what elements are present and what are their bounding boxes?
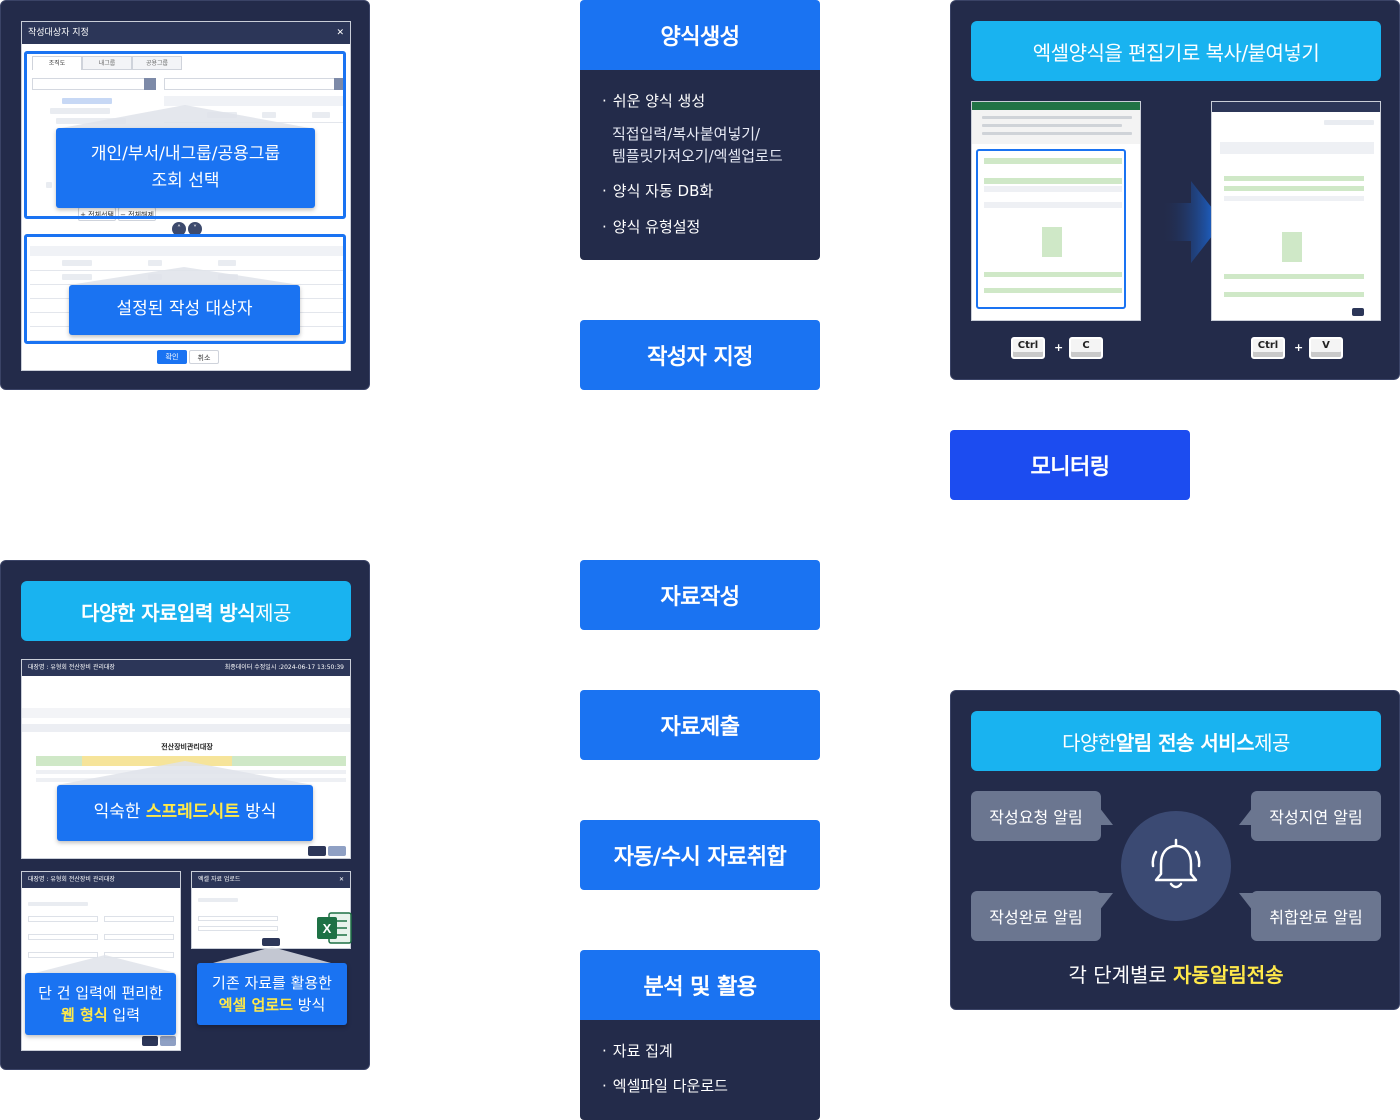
excel-file-icon: X	[317, 912, 352, 944]
callout-spreadsheet-pre: 익숙한	[93, 802, 146, 823]
alert-write-delay: 작성지연 알림	[1251, 791, 1381, 841]
step-assign-author: 작성자 지정	[580, 320, 820, 390]
callout-upload-pointer	[213, 947, 331, 963]
step-write-data: 자료작성	[580, 560, 820, 630]
editor-screenshot	[1211, 101, 1381, 321]
alert-write-complete-pointer	[1099, 893, 1113, 911]
input-methods-title-rest: 제공	[255, 600, 291, 625]
close-icon[interactable]: ✕	[336, 28, 344, 38]
excel-copy-title: 엑셀양식을 편집기로 복사/붙여넣기	[971, 21, 1381, 81]
step-form-creation: 양식생성	[580, 0, 820, 70]
input-methods-panel: 다양한 자료입력 방식 제공 대장명 : 유형회 전산장비 관리대장 최종데이터…	[0, 560, 370, 1070]
callout-spreadsheet-highlight: 스프레드시트	[145, 802, 240, 823]
alert-title-bold: 알림 전송 서비스	[1115, 730, 1255, 755]
callout-sheet-pointer	[57, 761, 313, 785]
tab-org[interactable]: 조직도	[32, 56, 82, 70]
step-analysis-details: 자료 집계 엑셀파일 다운로드	[580, 1020, 820, 1120]
org-select-highlight	[24, 51, 346, 219]
input-methods-title-bold: 다양한 자료입력 방식	[81, 600, 256, 625]
monitoring-box: 모니터링	[950, 430, 1190, 500]
plus-sign-paste: +	[1294, 341, 1304, 354]
alert-service-title: 다양한 알림 전송 서비스 제공	[971, 711, 1381, 771]
step-form-creation-details: 쉬운 양식 생성 직접입력/복사붙여넣기/ 템플릿가져오기/엑셀업로드 양식 자…	[580, 70, 820, 260]
alert-write-delay-pointer	[1239, 807, 1253, 825]
sheet-cancel-button[interactable]	[328, 846, 346, 856]
sheet-header-right: 최종데이터 수정일시 :2024-06-17 13:50:39	[224, 664, 344, 671]
alert-collect-complete-pointer	[1239, 893, 1253, 911]
callout-assigned-target-text: 설정된 작성 대상자	[116, 299, 253, 320]
alert-footer: 각 단계별로 자동알림전송	[951, 959, 1400, 988]
cancel-button[interactable]: 취소	[189, 350, 219, 364]
c-key: C	[1069, 337, 1103, 359]
target-selection-panel: 작성대상자 지정 ✕ 조직도 내그룹 공용그룹 + 전체선택 − 전체해제 ˄ …	[0, 0, 370, 390]
assigned-target-highlight	[24, 234, 346, 344]
step-collect-data: 자동/수시 자료취합	[580, 820, 820, 890]
alert-footer-highlight: 자동알림전송	[1173, 963, 1284, 987]
alert-write-request: 작성요청 알림	[971, 791, 1101, 841]
detail-aggregate: 자료 집계	[602, 1040, 800, 1063]
callout-upload-highlight: 엑셀 업로드	[218, 996, 293, 1014]
web-form-header: 대장명 : 유형회 전산장비 관리대장	[28, 876, 115, 883]
callout-assigned-target: 설정된 작성 대상자	[69, 285, 300, 335]
alert-footer-pre: 각 단계별로	[1068, 963, 1174, 987]
detail-methods-2: 템플릿가져오기/엑셀업로드	[612, 147, 783, 165]
web-save-button[interactable]	[142, 1036, 158, 1046]
callout-spreadsheet: 익숙한 스프레드시트 방식	[57, 785, 313, 841]
callout1-pointer	[56, 105, 315, 129]
sheet-title: 전산장비관리대장	[161, 743, 213, 751]
callout-web-form: 단 건 입력에 편리한 웹 형식 입력	[25, 973, 176, 1035]
ctrl-key-copy: Ctrl	[1011, 337, 1045, 359]
detail-auto-db: 양식 자동 DB화	[602, 180, 800, 203]
alert-write-request-pointer	[1099, 807, 1113, 825]
chevron-down-icon[interactable]: ˅	[188, 222, 202, 236]
svg-text:X: X	[323, 921, 332, 936]
plus-sign-copy: +	[1054, 341, 1064, 354]
ctrl-key-paste: Ctrl	[1251, 337, 1285, 359]
bell-circle	[1121, 811, 1231, 921]
callout2-pointer	[69, 267, 300, 285]
excel-copy-panel: 엑셀양식을 편집기로 복사/붙여넣기	[950, 0, 1400, 380]
excel-selection-highlight	[976, 149, 1126, 309]
alert-write-complete: 작성완료 알림	[971, 891, 1101, 941]
callout-spreadsheet-post: 방식	[239, 802, 277, 823]
web-cancel-button[interactable]	[160, 1036, 176, 1046]
excel-screenshot	[971, 101, 1141, 321]
detail-type-setting: 양식 유형설정	[602, 216, 800, 239]
alert-collect-complete: 취합완료 알림	[1251, 891, 1381, 941]
step-analysis: 분석 및 활용	[580, 950, 820, 1020]
detail-excel-download: 엑셀파일 다운로드	[602, 1075, 800, 1098]
detail-methods-1: 직접입력/복사붙여넣기/	[612, 124, 761, 143]
arrow-right-icon	[1161, 181, 1223, 263]
sheet-save-button[interactable]	[308, 846, 326, 856]
step-submit-data: 자료제출	[580, 690, 820, 760]
callout-spreadsheet-text: 익숙한 스프레드시트 방식	[94, 799, 277, 826]
callout-web-pointer	[35, 955, 176, 973]
chevron-up-icon[interactable]: ˄	[172, 222, 186, 236]
tab-my-group[interactable]: 내그룹	[82, 56, 132, 70]
upload-dialog-header: 엑셀 자료 업로드	[198, 876, 241, 883]
upload-confirm-button[interactable]	[262, 938, 280, 946]
alert-title-post: 제공	[1254, 730, 1290, 755]
callout-upload-line1: 기존 자료를 활용한	[212, 973, 332, 992]
callout-web-highlight: 웹 형식	[61, 1006, 108, 1024]
callout-web-line1: 단 건 입력에 편리한	[38, 983, 163, 1002]
sheet-header-left: 대장명 : 유형회 전산장비 관리대장	[28, 664, 115, 671]
alert-service-panel: 다양한 알림 전송 서비스 제공 작성요청 알림 작성지연 알림 작성완료 알림…	[950, 690, 1400, 1010]
search-icon[interactable]	[144, 78, 156, 90]
bell-icon	[1151, 838, 1201, 889]
input-methods-title: 다양한 자료입력 방식 제공	[21, 581, 351, 641]
callout-excel-upload: 기존 자료를 활용한 엑셀 업로드 방식	[197, 963, 347, 1025]
callout-org-select-line1: 개인/부서/내그룹/공용그룹	[90, 143, 281, 164]
confirm-button[interactable]: 확인	[157, 350, 187, 364]
dialog-title: 작성대상자 지정	[28, 28, 89, 38]
callout-org-select-line2: 조회 선택	[151, 171, 220, 191]
callout-web-post: 입력	[107, 1006, 140, 1024]
upload-close-icon[interactable]: ✕	[338, 876, 344, 883]
v-key: V	[1309, 337, 1343, 359]
callout-upload-post: 방식	[292, 996, 326, 1014]
callout-org-select: 개인/부서/내그룹/공용그룹 조회 선택	[56, 128, 315, 208]
tab-public-group[interactable]: 공용그룹	[132, 56, 182, 70]
detail-easy-form: 쉬운 양식 생성	[602, 90, 800, 113]
alert-title-pre: 다양한	[1062, 730, 1116, 755]
